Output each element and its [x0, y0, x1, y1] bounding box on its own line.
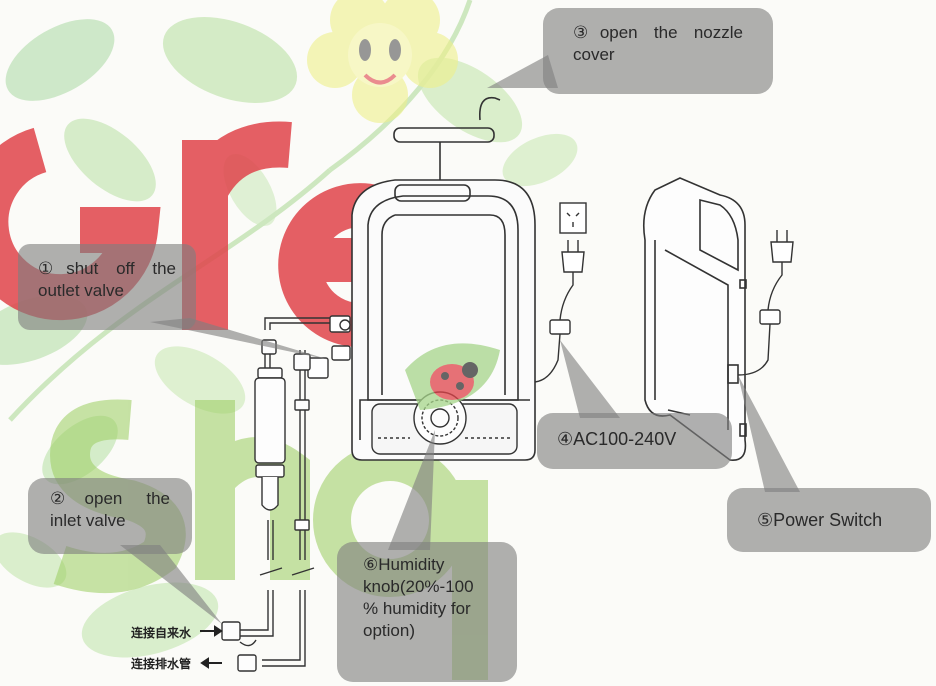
- pointer-switch: [738, 375, 800, 492]
- callout-nozzle-cover: ③open the nozzle cover: [543, 8, 773, 94]
- callout-humidity-line-1: ⑥Humidity: [363, 554, 491, 576]
- callout-humidity-line-3: % humidity for: [363, 598, 491, 620]
- callout-nozzle-line-1: ③open the nozzle: [573, 22, 743, 44]
- callout-power-voltage: ④AC100-240V: [537, 413, 732, 469]
- callout-humidity-line-4: option): [363, 620, 491, 642]
- callout-inlet-valve: ②open the inlet valve: [28, 478, 192, 554]
- drain-pipe-label: 连接排水管: [131, 655, 191, 672]
- pipe-arrows: [200, 627, 222, 667]
- callout-outlet-valve: ①shut off the outlet valve: [18, 244, 196, 330]
- callout-humidity-knob: ⑥Humidity knob(20%-100 % humidity for op…: [337, 542, 517, 682]
- callout-power-switch: ⑤Power Switch: [727, 488, 931, 552]
- wall-socket: [560, 203, 586, 233]
- pointer-power: [560, 340, 620, 418]
- side-power-cord: [738, 230, 793, 375]
- callout-power-text: ④AC100-240V: [557, 428, 712, 450]
- callout-outlet-line-2: outlet valve: [38, 280, 176, 302]
- callout-humidity-line-2: knob(20%-100: [363, 576, 491, 598]
- inlet-pipe-label: 连接自来水: [131, 624, 191, 641]
- callout-inlet-line-1: ②open the: [50, 488, 170, 510]
- callout-inlet-line-2: inlet valve: [50, 510, 170, 532]
- callout-switch-text: ⑤Power Switch: [757, 509, 901, 531]
- power-plug: [535, 240, 584, 382]
- callout-outlet-line-1: ①shut off the: [38, 258, 176, 280]
- callout-nozzle-line-2: cover: [573, 44, 743, 66]
